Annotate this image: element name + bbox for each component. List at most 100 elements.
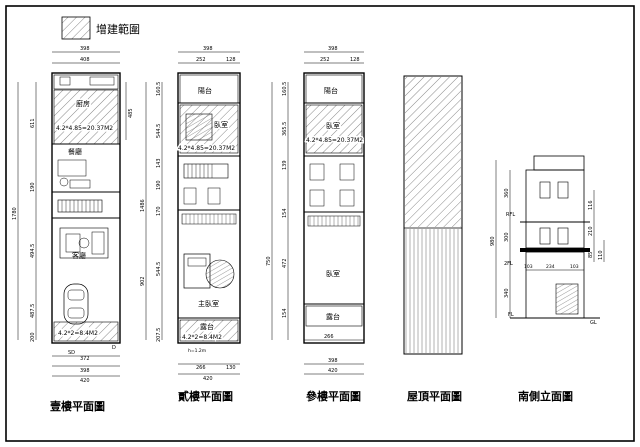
garage-door bbox=[555, 283, 579, 315]
f1-dim-side-c: 190 bbox=[30, 182, 36, 192]
roof-outline bbox=[403, 75, 463, 355]
f3-dim-side-d: 154 bbox=[282, 208, 288, 218]
f2-dim-side-a: 160.5 bbox=[156, 82, 162, 96]
f1-area-bottom: 4.2*2=8.4M2 bbox=[58, 330, 98, 337]
roof-hatch-top bbox=[405, 77, 461, 227]
f2-dim-side-b: 544.5 bbox=[156, 124, 162, 138]
f3-dim-side-g: 154 bbox=[282, 308, 288, 318]
elev-dim-h3: 340 bbox=[504, 288, 510, 298]
f1-dim-side-f: 200 bbox=[30, 332, 36, 342]
f1-dim-bot-a: SD bbox=[68, 350, 75, 356]
roof-stripes bbox=[405, 229, 461, 353]
f3-dim-top-a: 398 bbox=[328, 46, 338, 52]
f2-title: 貳樓平面圖 bbox=[178, 389, 233, 403]
f3-outline bbox=[303, 72, 365, 344]
elev-dim-side4: 110 bbox=[598, 250, 604, 260]
f2-area-top: 4.2*4.85=20.37M2 bbox=[178, 145, 235, 152]
roof-title: 屋頂平面圖 bbox=[407, 390, 462, 403]
f3-dim-side-a: 160.5 bbox=[282, 82, 288, 96]
elevation-title: 南側立面圖 bbox=[518, 389, 573, 403]
legend: 增建範圍 bbox=[61, 16, 140, 40]
f2-dim-top-c: 128 bbox=[226, 57, 236, 63]
elev-dim-total: 980 bbox=[490, 236, 496, 246]
legend-label: 增建範圍 bbox=[96, 22, 140, 36]
f2-dim-total-a: 1486 bbox=[140, 199, 146, 212]
f1-area-top: 4.2*4.85=20.37M2 bbox=[56, 125, 113, 132]
plan-floor3: 398 252 128 陽台 臥室 4.2*4.85=20.37M2 臥室 露台… bbox=[266, 46, 365, 403]
f1-dim-side-b: 485 bbox=[128, 108, 134, 118]
elev-dim-side1: 116 bbox=[588, 200, 594, 210]
f1-room-study: 餐廳 bbox=[68, 147, 82, 156]
f2-room-bedroom: 臥室 bbox=[214, 120, 228, 129]
f3-room-terrace: 露台 bbox=[326, 312, 340, 321]
f3-room-bedroom-top: 臥室 bbox=[326, 121, 340, 130]
f2-dim-top-b: 252 bbox=[196, 57, 206, 63]
f1-dim-total: 1780 bbox=[12, 207, 18, 220]
f3-dim-side-b: 365.5 bbox=[282, 122, 288, 136]
f2-addition-bottom bbox=[179, 319, 239, 342]
f2-dim-side-f: 544.5 bbox=[156, 262, 162, 276]
f2-room-balcony: 陽台 bbox=[198, 86, 212, 95]
car-icon bbox=[63, 283, 89, 325]
f1-dim-side-d: 494.5 bbox=[30, 244, 36, 258]
elevation-south: 980 360 300 340 RFL 2FL FL GL 116 210 85… bbox=[490, 155, 605, 403]
f3-dim-top-c: 128 bbox=[350, 57, 360, 63]
f1-dim-bot-c: 398 bbox=[80, 368, 90, 374]
elev-dim-w2: 234 bbox=[546, 264, 555, 270]
sheet-border bbox=[5, 5, 635, 442]
f1-outline bbox=[51, 72, 121, 344]
f3-dim-bot-b: 420 bbox=[328, 368, 338, 374]
elev-level-gl: GL bbox=[590, 320, 597, 326]
f3-dim-bot-a: 398 bbox=[328, 358, 338, 364]
f1-room-living: 客廳 bbox=[72, 251, 86, 260]
elev-level-2fl: 2FL bbox=[504, 261, 513, 267]
elev-level-rfl: RFL bbox=[506, 212, 515, 218]
f2-stairs bbox=[183, 163, 229, 179]
f2-dim-total-b: 902 bbox=[140, 276, 146, 286]
f3-dim-side-c: 139 bbox=[282, 160, 288, 170]
f1-title: 壹樓平面圖 bbox=[50, 399, 105, 413]
f1-dim-side-e: 487.5 bbox=[30, 304, 36, 318]
f2-area-bottom: 4.2*2=8.4M2 bbox=[182, 334, 222, 341]
elev-dim-h1: 360 bbox=[504, 188, 510, 198]
f3-terrace bbox=[305, 305, 363, 327]
f1-mark-d: D bbox=[112, 345, 116, 351]
f2-outline bbox=[177, 72, 241, 344]
plan-floor1: 398 408 廚房 4.2*4.85=20.37M2 餐廳 bbox=[12, 46, 134, 413]
f2-dim-side-c: 143 bbox=[156, 158, 162, 168]
f1-dim-bot-d: 420 bbox=[80, 378, 90, 384]
f1-dim-top-b: 408 bbox=[80, 57, 90, 63]
f3-dim-top-b: 252 bbox=[320, 57, 330, 63]
f3-room-balcony: 陽台 bbox=[324, 86, 338, 95]
f2-note: h=1.2m bbox=[188, 348, 206, 354]
f3-dim-side-e: 750 bbox=[266, 256, 272, 266]
f1-stairs bbox=[57, 199, 103, 213]
legend-hatch-swatch bbox=[61, 16, 91, 40]
elev-dim-side3: 85 bbox=[588, 252, 594, 258]
f3-area-top: 4.2*4.85=20.37M2 bbox=[306, 137, 363, 144]
f3-bedroom-addition bbox=[305, 104, 363, 154]
f3-room-bedroom-mid: 臥室 bbox=[326, 269, 340, 278]
f2-dim-side-g: 207.5 bbox=[156, 328, 162, 342]
f2-dim-bot-c: 420 bbox=[203, 376, 213, 382]
f1-addition-top bbox=[53, 89, 119, 145]
f2-dim-side-e: 170 bbox=[156, 206, 162, 216]
f2-dim-bot-a: 266 bbox=[196, 365, 206, 371]
f2-dim-bot-b: 130 bbox=[226, 365, 236, 371]
f3-dim-bot-c: 266 bbox=[324, 334, 334, 340]
elev-dim-side2: 210 bbox=[588, 226, 594, 236]
plan-floor2: 398 252 128 陽台 臥室 4.2*4.85=20.37M2 bbox=[140, 46, 241, 403]
f2-dim-top-a: 398 bbox=[203, 46, 213, 52]
f1-dim-bot-b: 372 bbox=[80, 356, 90, 362]
f1-room-kitchen: 廚房 bbox=[76, 99, 90, 108]
f1-dim-side-a: 611 bbox=[30, 118, 36, 128]
elev-dim-w1: 103 bbox=[524, 264, 533, 270]
elev-level-fl: FL bbox=[508, 312, 514, 318]
f1-addition-bottom bbox=[53, 321, 119, 342]
f3-dim-side-f: 472 bbox=[282, 258, 288, 268]
f1-dim-top-a: 398 bbox=[80, 46, 90, 52]
f3-title: 參樓平面圖 bbox=[306, 389, 361, 403]
plan-roof: 屋頂平面圖 bbox=[403, 75, 463, 403]
elev-dim-h2: 300 bbox=[504, 232, 510, 242]
